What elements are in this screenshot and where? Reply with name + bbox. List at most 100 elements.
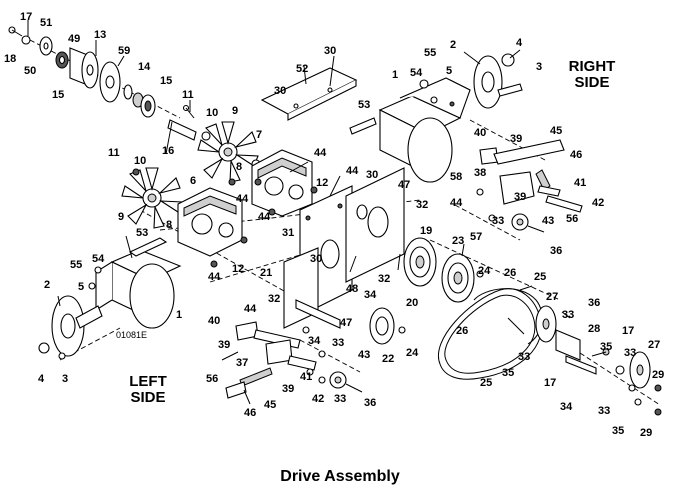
callout-20: 20 [406, 297, 418, 309]
callout-46: 46 [570, 149, 582, 161]
callout-3: 3 [62, 373, 68, 385]
callout-28: 28 [588, 323, 600, 335]
callout-31: 31 [282, 227, 294, 239]
callout-45: 45 [264, 399, 276, 411]
callout-25: 25 [480, 377, 492, 389]
callout-50: 50 [24, 65, 36, 77]
callout-44: 44 [236, 193, 249, 205]
callout-53: 53 [136, 227, 148, 239]
callout-2: 2 [450, 39, 456, 51]
callout-26: 26 [504, 267, 516, 279]
callout-38: 38 [474, 167, 486, 179]
callout-17: 17 [20, 11, 32, 23]
callout-leaders [27, 20, 607, 405]
callout-42: 42 [312, 393, 324, 405]
callout-54: 54 [410, 67, 423, 79]
callout-39: 39 [282, 383, 294, 395]
callout-11: 11 [182, 89, 194, 101]
left-side-label: LEFT SIDE [129, 373, 167, 406]
callout-57: 57 [470, 231, 482, 243]
callout-41: 41 [300, 371, 312, 383]
callout-19: 19 [420, 225, 432, 237]
callout-29: 29 [640, 427, 652, 439]
callout-1: 1 [176, 309, 182, 321]
callout-15: 15 [160, 75, 172, 87]
frame-plates [283, 167, 405, 329]
callout-55: 55 [424, 47, 436, 59]
callout-33: 33 [518, 351, 530, 363]
cooling-fans [121, 121, 261, 229]
left-wheel-motor [38, 237, 182, 360]
callout-44: 44 [244, 303, 257, 315]
callout-33: 33 [562, 309, 574, 321]
callout-8: 8 [166, 219, 172, 231]
callout-25: 25 [534, 271, 546, 283]
right-wheel-motor [349, 53, 523, 183]
callout-44: 44 [346, 165, 359, 177]
callout-33: 33 [624, 347, 636, 359]
callout-26: 26 [456, 325, 468, 337]
callout-32: 32 [416, 199, 428, 211]
callout-51: 51 [40, 17, 52, 29]
callout-34: 34 [560, 401, 573, 413]
callout-32: 32 [378, 273, 390, 285]
left-upper-shaft-parts [8, 26, 211, 141]
callout-22: 22 [382, 353, 394, 365]
callout-33: 33 [492, 215, 504, 227]
callout-35: 35 [612, 425, 624, 437]
callout-44: 44 [258, 211, 271, 223]
callout-42: 42 [592, 197, 604, 209]
callout-9: 9 [232, 105, 238, 117]
callout-59: 59 [118, 45, 130, 57]
callout-47: 47 [398, 179, 410, 191]
callout-40: 40 [474, 127, 486, 139]
callout-7: 7 [256, 129, 262, 141]
callout-2: 2 [44, 279, 50, 291]
callout-39: 39 [514, 191, 526, 203]
callout-54: 54 [92, 253, 105, 265]
callout-43: 43 [358, 349, 370, 361]
callout-43: 43 [542, 215, 554, 227]
callout-11: 11 [108, 147, 120, 159]
callout-3: 3 [536, 61, 542, 73]
callout-36: 36 [588, 297, 600, 309]
callout-17: 17 [622, 325, 634, 337]
callout-33: 33 [332, 337, 344, 349]
callout-47: 47 [340, 317, 352, 329]
callout-21: 21 [260, 267, 272, 279]
callout-36: 36 [550, 245, 562, 257]
callout-5: 5 [78, 281, 84, 293]
callout-10: 10 [206, 107, 218, 119]
hydro-pumps [177, 149, 318, 268]
callout-9: 9 [118, 211, 124, 223]
callout-49: 49 [68, 33, 80, 45]
callout-23: 23 [452, 235, 464, 247]
callout-4: 4 [38, 373, 45, 385]
diagram-title: Drive Assembly [280, 468, 400, 485]
callout-40: 40 [208, 315, 220, 327]
callout-6: 6 [190, 175, 196, 187]
callout-14: 14 [138, 61, 151, 73]
callout-39: 39 [510, 133, 522, 145]
callout-34: 34 [364, 289, 377, 301]
callout-56: 56 [206, 373, 218, 385]
callout-44: 44 [208, 271, 221, 283]
callout-30: 30 [310, 253, 322, 265]
callout-5: 5 [446, 65, 452, 77]
callout-12: 12 [232, 263, 244, 275]
callout-labels: 17 51 13 18 50 49 15 59 14 15 11 10 9 16… [4, 11, 664, 439]
callout-53: 53 [358, 99, 370, 111]
pulleys-and-belts [369, 237, 662, 416]
callout-46: 46 [244, 407, 256, 419]
left-control-linkage [225, 321, 363, 399]
callout-15: 15 [52, 89, 64, 101]
callout-1: 1 [392, 69, 398, 81]
callout-48: 48 [346, 283, 358, 295]
callout-34: 34 [308, 335, 321, 347]
callout-27: 27 [546, 291, 558, 303]
callout-55: 55 [70, 259, 82, 271]
callout-33: 33 [334, 393, 346, 405]
callout-36: 36 [364, 397, 376, 409]
callout-41: 41 [574, 177, 586, 189]
